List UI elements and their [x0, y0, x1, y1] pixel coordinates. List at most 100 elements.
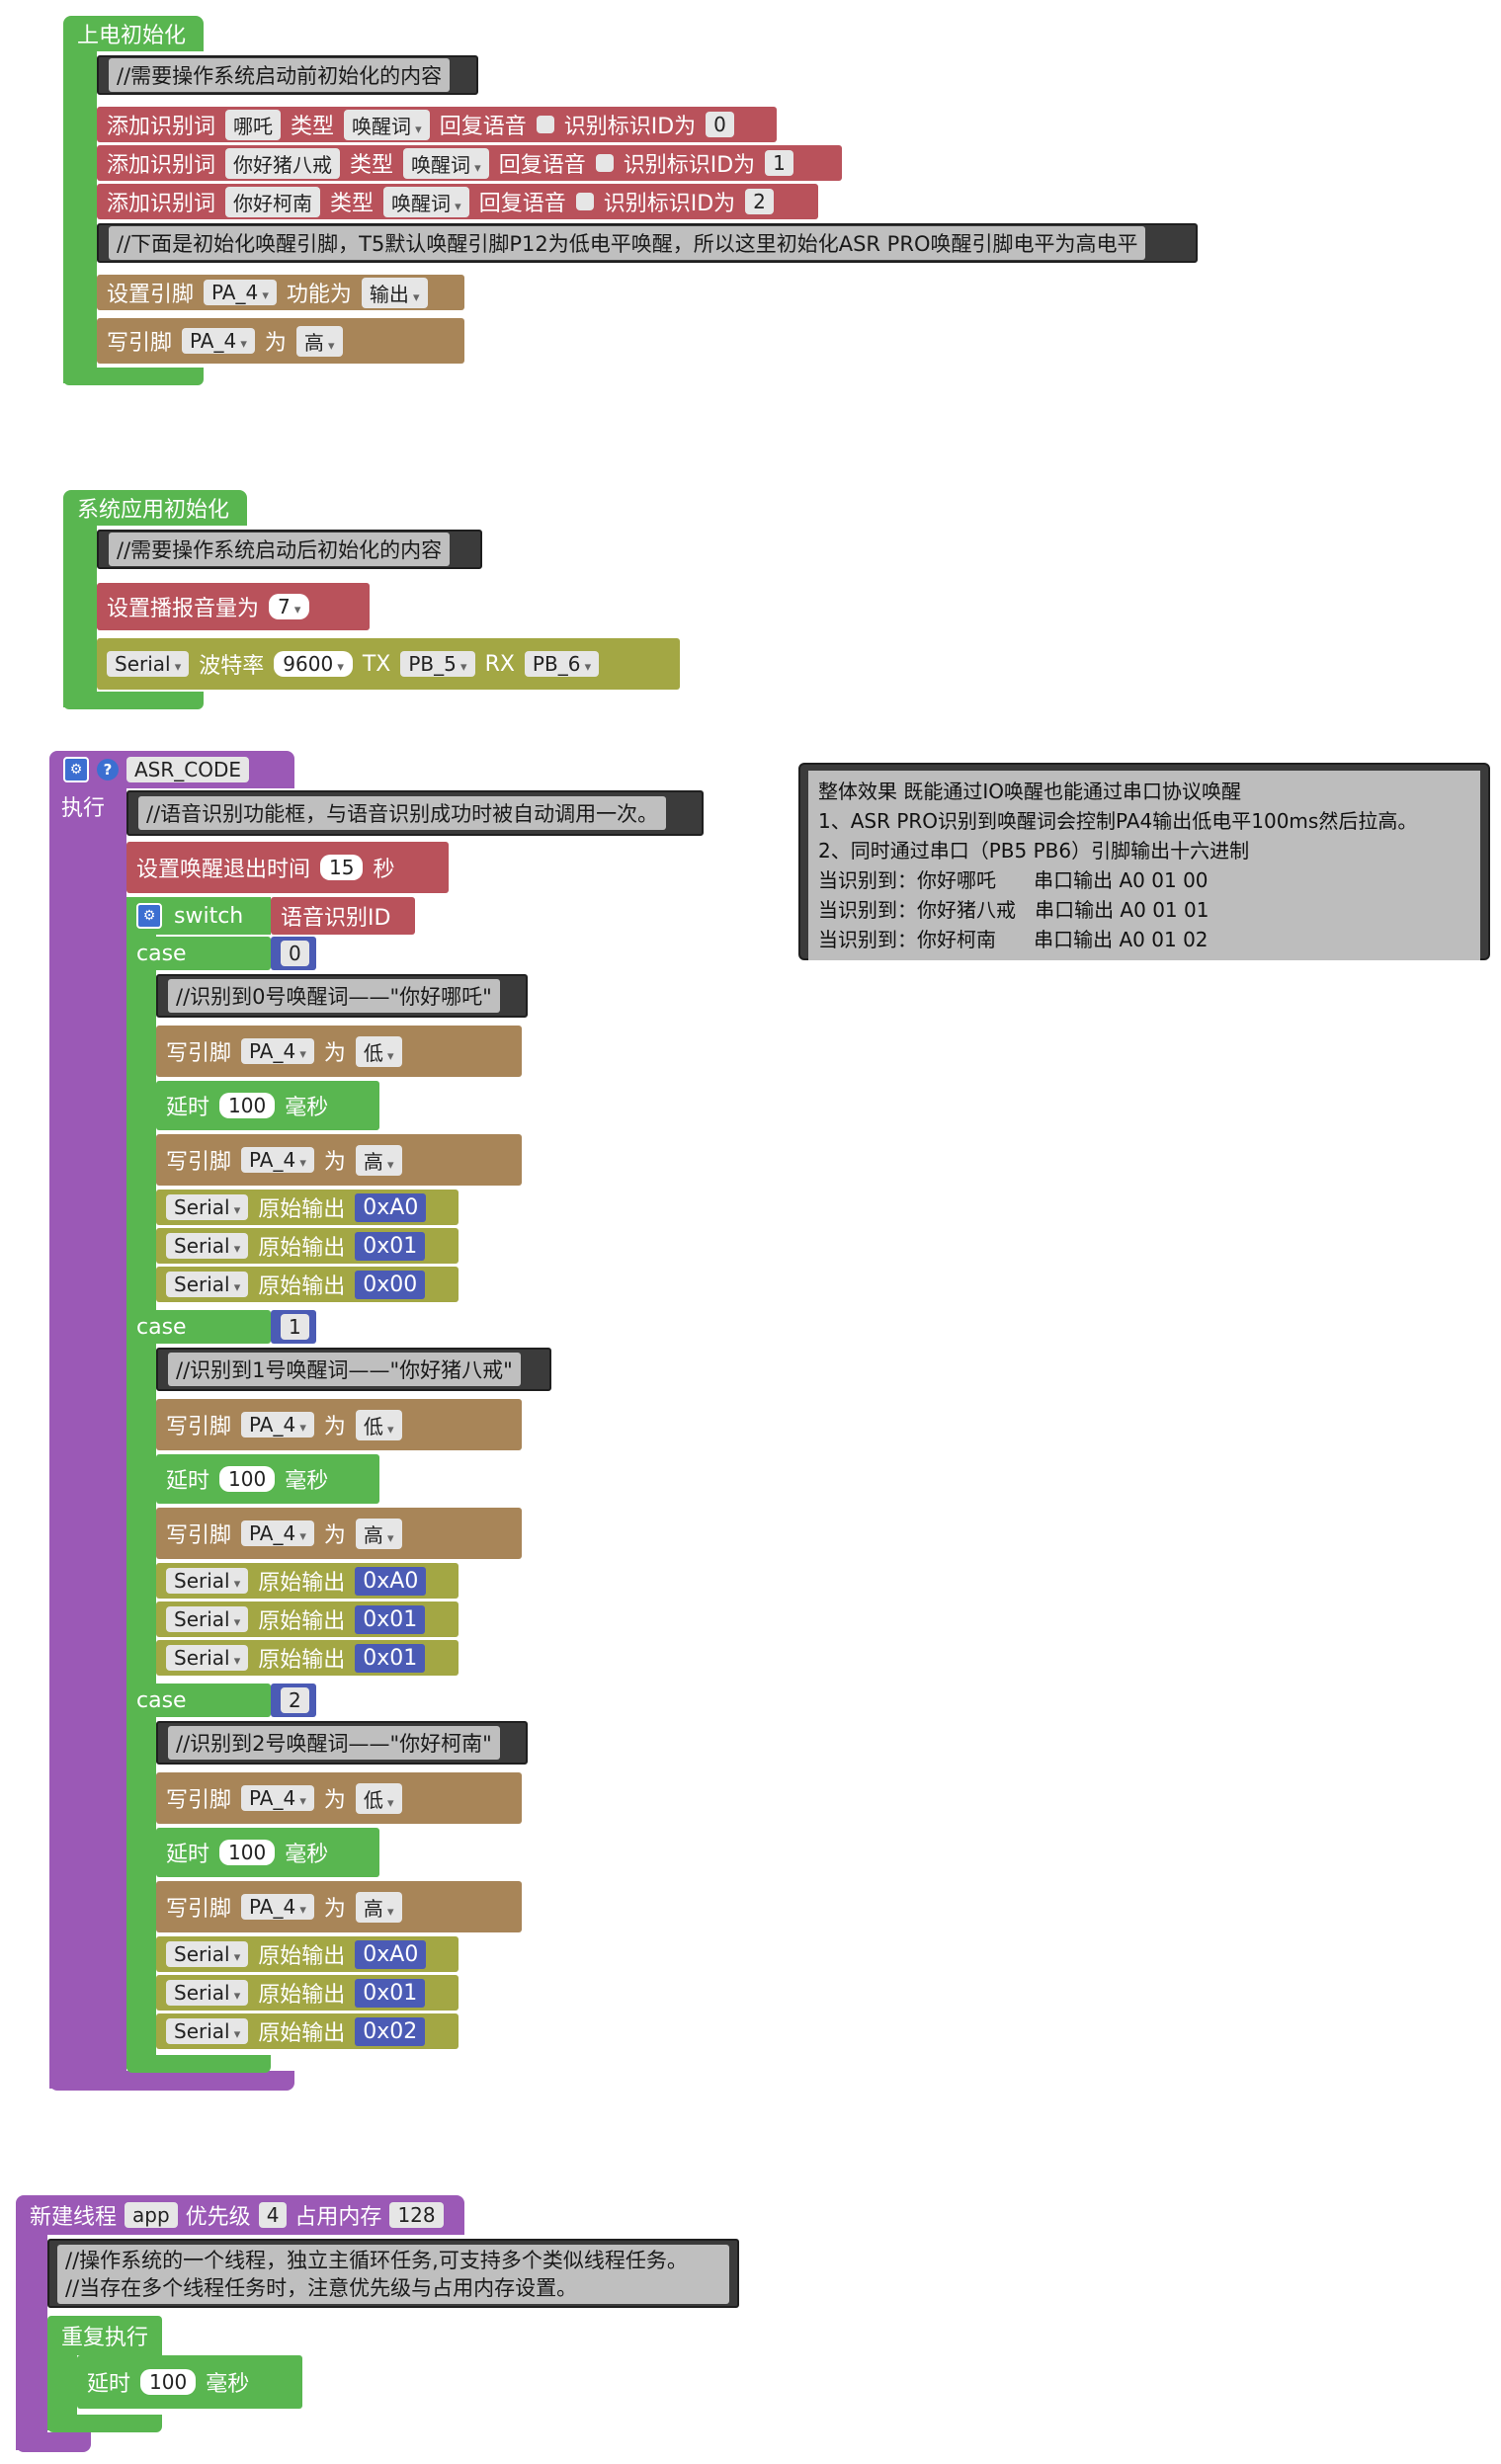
case-value-input[interactable]: 0 — [281, 941, 309, 966]
serial-raw-output-block[interactable]: Serial 原始输出 0x01 — [156, 1640, 459, 1676]
byte-value[interactable]: 0x01 — [355, 1231, 426, 1261]
tx-dropdown[interactable]: PB_5 — [400, 651, 475, 677]
level-dropdown[interactable]: 高 — [295, 325, 343, 357]
pin-dropdown[interactable]: PA_4 — [241, 1785, 314, 1811]
rx-dropdown[interactable]: PB_6 — [524, 651, 600, 677]
case-value-block[interactable]: 2 — [271, 1684, 316, 1717]
write-pin-block[interactable]: 写引脚 PA_4 为 高 — [156, 1508, 522, 1559]
write-pin-block[interactable]: 写引脚 PA_4 为 高 — [156, 1881, 522, 1932]
type-dropdown[interactable]: 唤醒词 — [403, 147, 489, 179]
serial-raw-output-block[interactable]: Serial 原始输出 0xA0 — [156, 1936, 459, 1972]
timeout-input[interactable]: 15 — [320, 855, 364, 880]
reply-checkbox[interactable] — [536, 116, 554, 133]
byte-value[interactable]: 0xA0 — [355, 1566, 427, 1596]
serial-raw-output-block[interactable]: Serial 原始输出 0x01 — [156, 1975, 459, 2011]
set-pin-block[interactable]: 设置引脚 PA_4 功能为 输出 — [97, 275, 464, 310]
word-input[interactable]: 哪吒 — [225, 109, 282, 140]
serial-port-dropdown[interactable]: Serial — [166, 1645, 249, 1671]
serial-raw-output-block[interactable]: Serial 原始输出 0x01 — [156, 1228, 459, 1264]
serial-raw-output-block[interactable]: Serial 原始输出 0xA0 — [156, 1190, 459, 1225]
level-dropdown[interactable]: 低 — [355, 1409, 402, 1440]
baud-dropdown[interactable]: 9600 — [274, 651, 353, 677]
serial-port-dropdown[interactable]: Serial — [166, 1194, 249, 1220]
comment-block[interactable]: //识别到2号唤醒词——"你好柯南" — [156, 1721, 528, 1765]
comment-block[interactable]: //识别到1号唤醒词——"你好猪八戒" — [156, 1348, 551, 1391]
case-value-block[interactable]: 0 — [271, 937, 316, 970]
pin-dropdown[interactable]: PA_4 — [241, 1147, 314, 1173]
comment-block[interactable]: //操作系统的一个线程，独立主循环任务,可支持多个类似线程任务。 //当存在多个… — [47, 2239, 739, 2308]
func-dropdown[interactable]: 输出 — [361, 277, 428, 308]
add-word-block-2[interactable]: 添加识别词 你好柯南 类型 唤醒词 回复语音 识别标识ID为 2 — [97, 184, 818, 219]
serial-raw-output-block[interactable]: Serial 原始输出 0x00 — [156, 1267, 459, 1302]
thread-hat[interactable]: 新建线程 app 优先级 4 占用内存 128 — [16, 2195, 464, 2235]
write-pin-block[interactable]: 写引脚 PA_4 为 低 — [156, 1772, 522, 1824]
serial-port-dropdown[interactable]: Serial — [166, 1606, 249, 1632]
gear-icon[interactable]: ⚙ — [136, 903, 162, 929]
pin-dropdown[interactable]: PA_4 — [182, 328, 255, 354]
serial-port-dropdown[interactable]: Serial — [166, 1272, 249, 1297]
comment-block[interactable]: //需要操作系统启动后初始化的内容 — [97, 530, 482, 569]
delay-block[interactable]: 延时 100 毫秒 — [156, 1081, 379, 1130]
volume-dropdown[interactable]: 7 — [269, 594, 310, 619]
add-word-block-1[interactable]: 添加识别词 你好猪八戒 类型 唤醒词 回复语音 识别标识ID为 1 — [97, 145, 842, 181]
serial-port-dropdown[interactable]: Serial — [166, 1980, 249, 2006]
delay-input[interactable]: 100 — [219, 1840, 276, 1865]
delay-input[interactable]: 100 — [219, 1466, 276, 1492]
comment-block[interactable]: //下面是初始化唤醒引脚，T5默认唤醒引脚P12为低电平唤醒，所以这里初始化AS… — [97, 223, 1198, 263]
power-init-hat[interactable]: 上电初始化 — [63, 16, 204, 51]
serial-port-dropdown[interactable]: Serial — [107, 651, 190, 677]
reply-checkbox[interactable] — [575, 193, 594, 210]
case-value-input[interactable]: 2 — [281, 1687, 309, 1713]
level-dropdown[interactable]: 高 — [355, 1144, 402, 1176]
write-pin-block[interactable]: 写引脚 PA_4 为 高 — [156, 1134, 522, 1186]
serial-port-dropdown[interactable]: Serial — [166, 2018, 249, 2044]
gear-icon[interactable]: ⚙ — [63, 757, 89, 782]
comment-block[interactable]: //需要操作系统启动前初始化的内容 — [97, 55, 478, 95]
byte-value[interactable]: 0x01 — [355, 1643, 426, 1673]
byte-value[interactable]: 0x00 — [355, 1270, 426, 1299]
volume-block[interactable]: 设置播报音量为 7 — [97, 583, 370, 630]
serial-raw-output-block[interactable]: Serial 原始输出 0xA0 — [156, 1563, 459, 1599]
delay-input[interactable]: 100 — [219, 1093, 276, 1118]
comment-block[interactable]: //语音识别功能框，与语音识别成功时被自动调用一次。 — [126, 790, 704, 836]
id-input[interactable]: 0 — [706, 112, 734, 137]
type-dropdown[interactable]: 唤醒词 — [383, 186, 469, 217]
pin-dropdown[interactable]: PA_4 — [241, 1894, 314, 1920]
memory-input[interactable]: 128 — [389, 2202, 444, 2228]
byte-value[interactable]: 0x01 — [355, 1978, 426, 2008]
serial-raw-output-block[interactable]: Serial 原始输出 0x01 — [156, 1602, 459, 1637]
delay-block[interactable]: 延时 100 毫秒 — [77, 2355, 302, 2409]
level-dropdown[interactable]: 高 — [355, 1891, 402, 1923]
serial-raw-output-block[interactable]: Serial 原始输出 0x02 — [156, 2013, 459, 2049]
byte-value[interactable]: 0xA0 — [355, 1939, 427, 1969]
type-dropdown[interactable]: 唤醒词 — [344, 109, 430, 140]
write-pin-block[interactable]: 写引脚 PA_4 为 低 — [156, 1026, 522, 1077]
wake-timeout-block[interactable]: 设置唤醒退出时间 15 秒 — [126, 842, 449, 893]
word-input[interactable]: 你好猪八戒 — [225, 147, 341, 179]
delay-block[interactable]: 延时 100 毫秒 — [156, 1828, 379, 1877]
switch-value-block[interactable]: 语音识别ID — [271, 897, 415, 935]
repeat-hat[interactable]: 重复执行 — [47, 2316, 162, 2355]
help-icon[interactable]: ? — [97, 759, 119, 780]
write-pin-block[interactable]: 写引脚 PA_4 为 高 — [97, 318, 464, 364]
add-word-block-0[interactable]: 添加识别词 哪吒 类型 唤醒词 回复语音 识别标识ID为 0 — [97, 107, 777, 142]
serial-port-dropdown[interactable]: Serial — [166, 1233, 249, 1259]
pin-dropdown[interactable]: PA_4 — [204, 280, 277, 305]
id-input[interactable]: 2 — [745, 189, 774, 214]
pin-dropdown[interactable]: PA_4 — [241, 1412, 314, 1437]
reply-checkbox[interactable] — [595, 154, 614, 172]
level-dropdown[interactable]: 高 — [355, 1518, 402, 1549]
asr-function-hat[interactable]: ⚙ ? ASR_CODE — [49, 751, 294, 788]
id-input[interactable]: 1 — [765, 150, 793, 176]
write-pin-block[interactable]: 写引脚 PA_4 为 低 — [156, 1399, 522, 1450]
byte-value[interactable]: 0x02 — [355, 2016, 426, 2046]
sys-init-hat[interactable]: 系统应用初始化 — [63, 490, 247, 526]
note-comment[interactable]: 整体效果 既能通过IO唤醒也能通过串口协议唤醒 1、ASR PRO识别到唤醒词会… — [798, 763, 1490, 960]
pin-dropdown[interactable]: PA_4 — [241, 1520, 314, 1546]
pin-dropdown[interactable]: PA_4 — [241, 1038, 314, 1064]
byte-value[interactable]: 0xA0 — [355, 1192, 427, 1222]
level-dropdown[interactable]: 低 — [355, 1782, 402, 1814]
function-name-input[interactable]: ASR_CODE — [126, 757, 250, 782]
comment-block[interactable]: //识别到0号唤醒词——"你好哪吒" — [156, 974, 528, 1018]
byte-value[interactable]: 0x01 — [355, 1604, 426, 1634]
